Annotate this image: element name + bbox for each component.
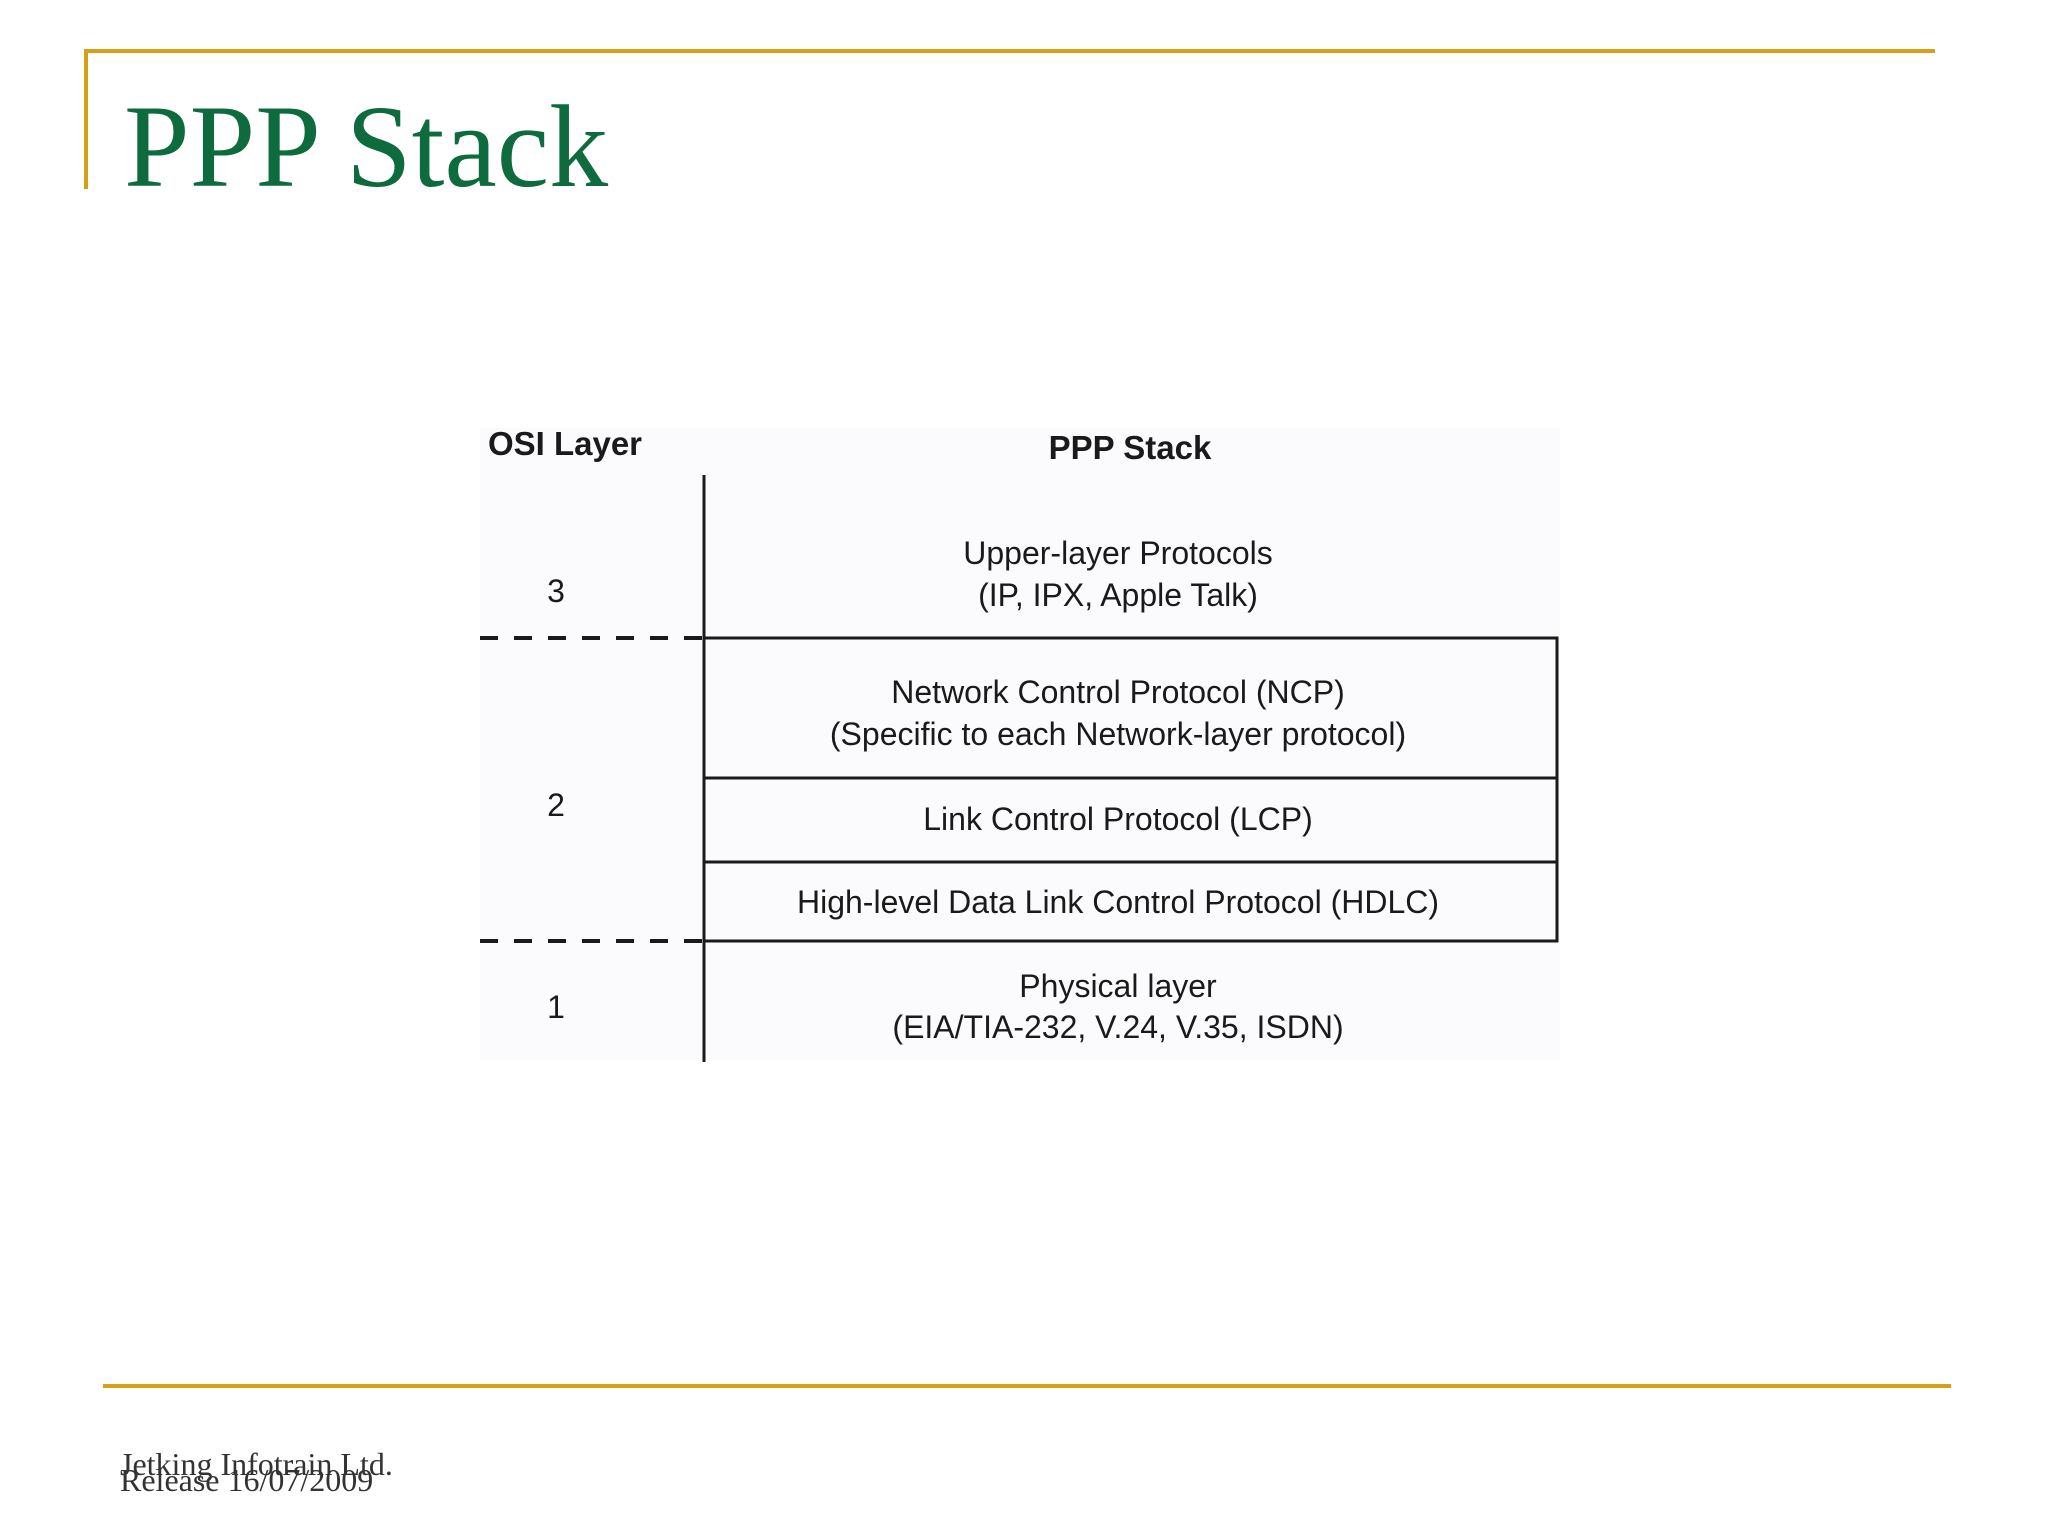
ppp-stack-diagram-background: [480, 428, 1560, 1060]
stack-item-physical-detail: (EIA/TIA-232, V.24, V.35, ISDN): [892, 1009, 1343, 1045]
stack-item-hdlc: High-level Data Link Control Protocol (H…: [797, 884, 1439, 920]
stack-item-lcp: Link Control Protocol (LCP): [923, 801, 1312, 837]
title-left-rule: [84, 49, 88, 189]
stack-item-ncp-detail: (Specific to each Network-layer protocol…: [830, 716, 1406, 752]
slide-title: PPP Stack: [124, 81, 609, 212]
stack-item-ncp-title: Network Control Protocol (NCP): [891, 674, 1344, 710]
stack-item-upper-layer-detail: (IP, IPX, Apple Talk): [978, 577, 1258, 613]
footer-rule: [103, 1384, 1951, 1388]
osi-layer-number: 1: [547, 989, 565, 1025]
layer-2-box: [702, 636, 1559, 943]
ppp-stack-header: PPP Stack: [1049, 429, 1212, 466]
title-top-rule: [84, 49, 1935, 53]
footer-company: Jetking Infotrain Ltd.: [120, 1446, 393, 1482]
footer-release: Release 16/07/2009: [120, 1462, 374, 1498]
stack-item-physical-title: Physical layer: [1019, 968, 1217, 1004]
osi-layer-header: OSI Layer: [488, 425, 642, 462]
osi-layer-number: 3: [547, 573, 565, 609]
osi-layer-number: 2: [547, 787, 565, 823]
stack-item-upper-layer-title: Upper-layer Protocols: [963, 535, 1272, 571]
